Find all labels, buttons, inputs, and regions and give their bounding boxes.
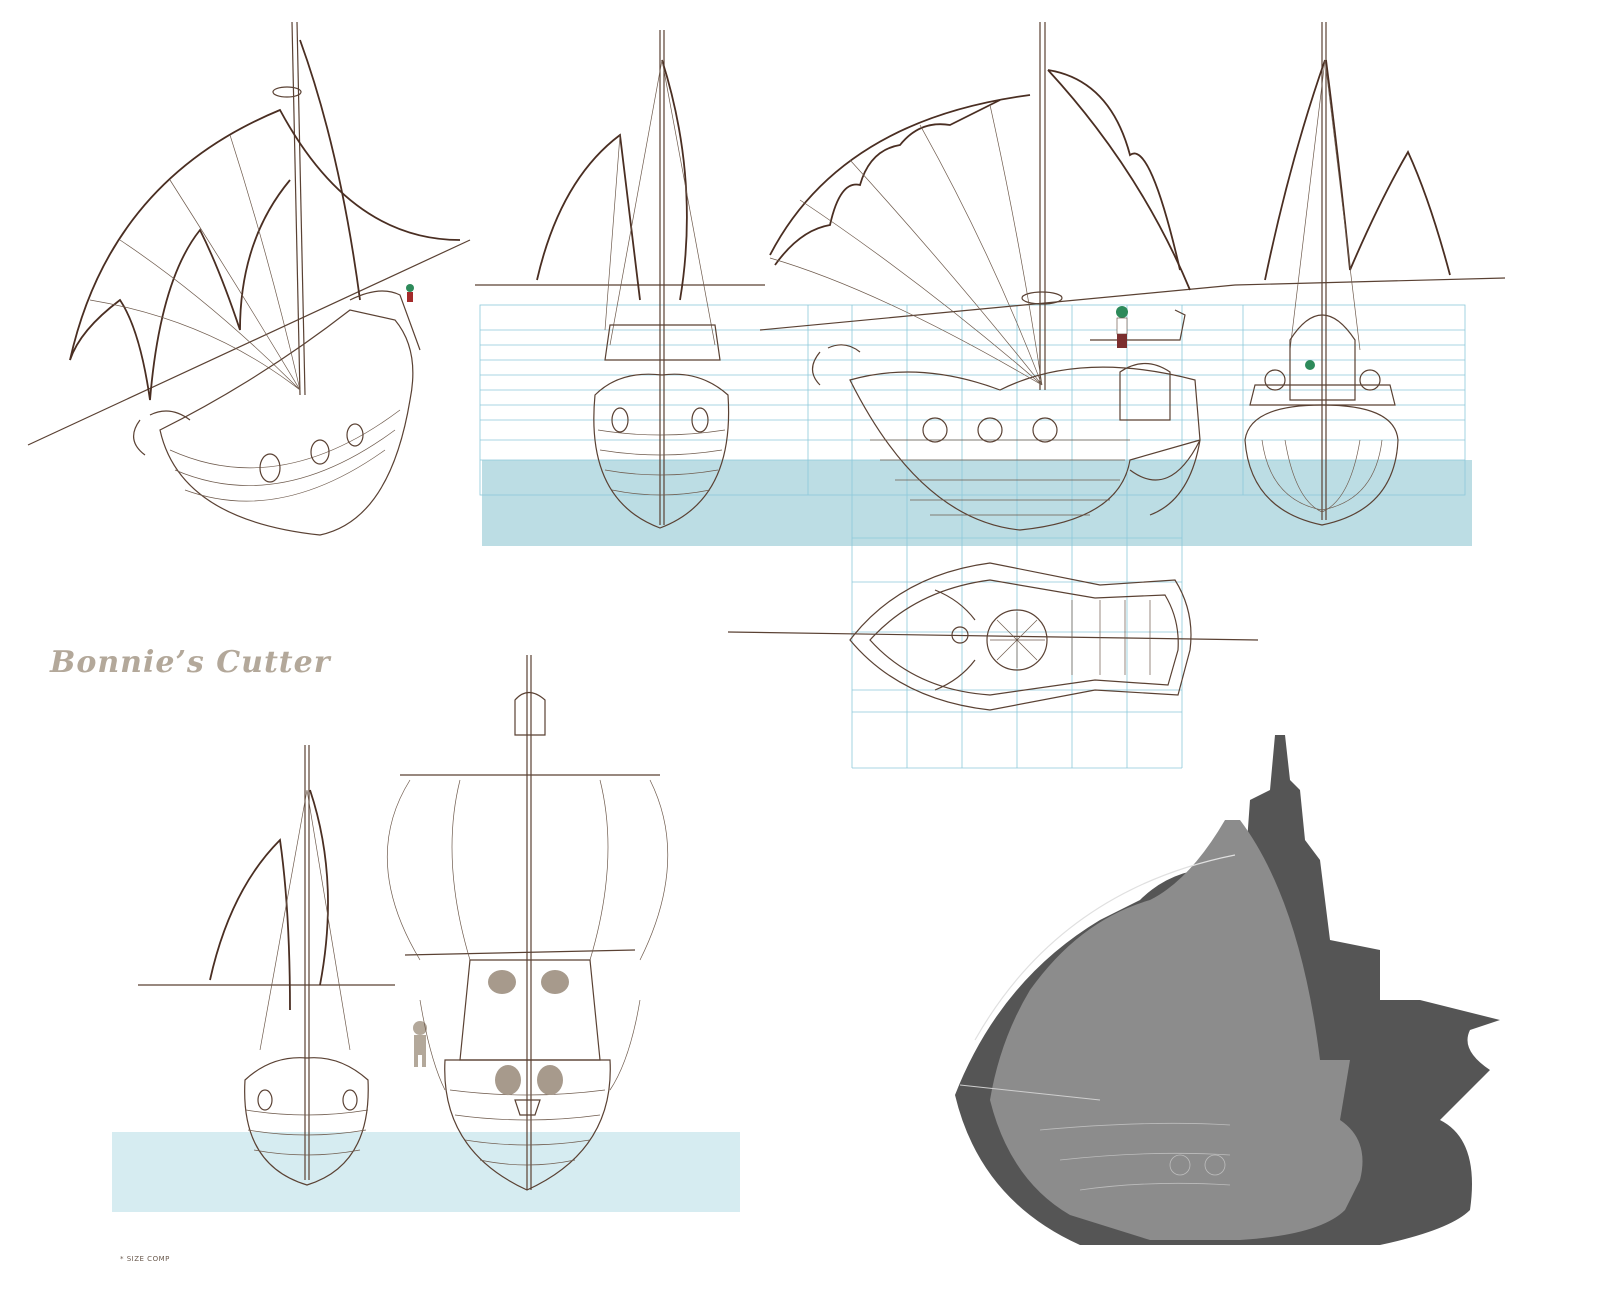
size-comp-note: * SIZE COMP <box>120 1255 170 1263</box>
water-band-bottom <box>112 1132 740 1212</box>
water-band <box>482 460 1472 546</box>
orthographic-grid <box>479 304 1472 769</box>
silhouette-overlay <box>955 735 1500 1245</box>
three-quarter-view <box>27 21 471 536</box>
front-size-comp <box>112 745 740 1212</box>
rear-view <box>1234 22 1506 526</box>
top-view <box>727 562 1259 711</box>
front-view <box>475 30 765 529</box>
sheet-title: Bonnie’s Cutter <box>50 645 331 680</box>
side-view <box>759 22 1236 531</box>
skull-ship-front-view <box>386 655 669 1191</box>
